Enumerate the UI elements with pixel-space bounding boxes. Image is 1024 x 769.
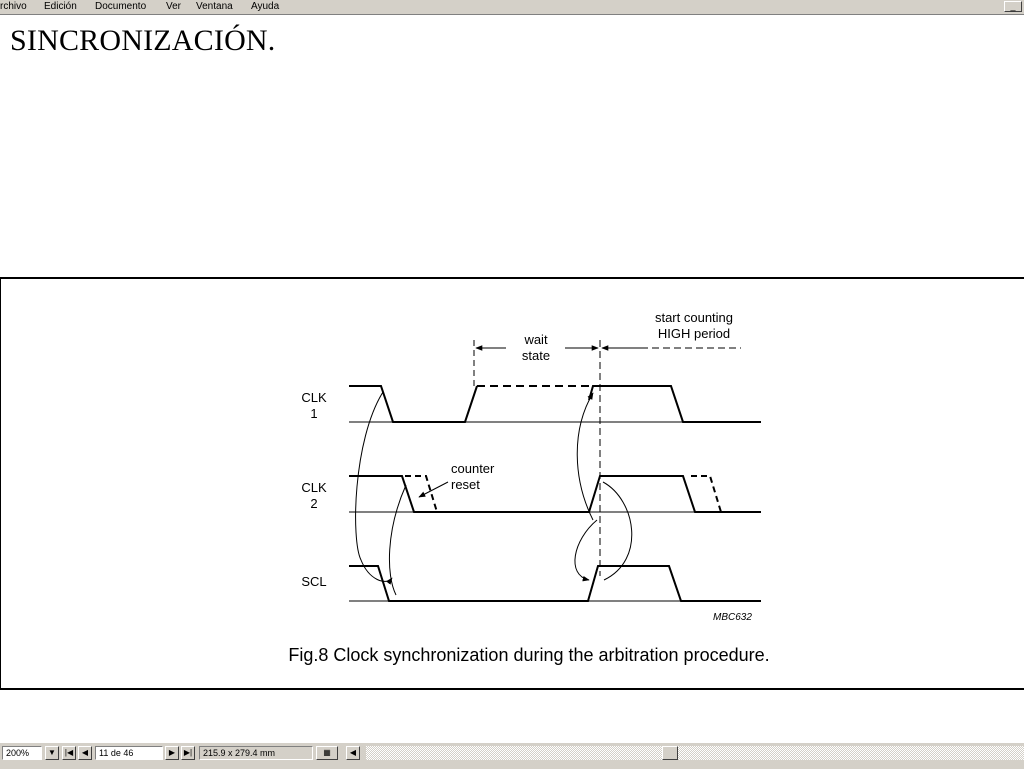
figure-frame: wait state start counting HIGH period co… (0, 277, 1024, 690)
counter-label-1: counter (451, 461, 495, 476)
last-page-icon: ▶| (183, 748, 193, 757)
clk2-dashed-edge (405, 475, 438, 513)
last-page-button[interactable]: ▶| (181, 746, 195, 760)
first-page-button[interactable]: |◀ (62, 746, 76, 760)
figure-code: MBC632 (713, 612, 752, 623)
horizontal-scrollbar[interactable] (366, 746, 1024, 760)
minimize-button[interactable]: _ (1004, 1, 1022, 12)
page-size-field: 215.9 x 279.4 mm (199, 746, 313, 760)
clk2-label-1: CLK (301, 480, 327, 495)
start-label-2: HIGH period (658, 326, 730, 341)
start-label-1: start counting (655, 310, 733, 325)
curve-scl-to-clk2 (574, 519, 598, 582)
scl-waveform (349, 565, 761, 602)
clock-sync-diagram: wait state start counting HIGH period co… (288, 310, 769, 665)
next-page-button[interactable]: ▶ (165, 746, 179, 760)
clk2-dashed-edge-2 (691, 475, 722, 513)
prev-page-icon: ◀ (81, 748, 89, 757)
menu-ver[interactable]: Ver (166, 1, 182, 12)
page-title: SINCRONIZACIÓN. (10, 24, 276, 57)
zoom-field[interactable]: 200% (2, 746, 42, 760)
prev-page-button[interactable]: ◀ (78, 746, 92, 760)
scroll-left-icon: ◀ (349, 748, 357, 757)
wait-label-2: state (522, 348, 550, 363)
counter-label-2: reset (451, 477, 480, 492)
curve-clk1-to-scl (355, 391, 393, 585)
status-bar: 200% ▼ |◀ ◀ 11 de 46 ▶ ▶| 215.9 x 279.4 … (0, 742, 1024, 769)
curve-clk2-to-scl-2 (602, 481, 633, 581)
menu-edicion[interactable]: Edición (44, 1, 77, 12)
zoom-dropdown-button[interactable]: ▼ (45, 746, 59, 760)
curve-counter-reset (418, 481, 449, 498)
clk2-waveform (349, 475, 761, 513)
scrollbar-thumb[interactable] (662, 746, 678, 760)
menu-bar: rchivo Edición Documento Ver Ventana Ayu… (0, 0, 1024, 15)
clk1-waveform-2 (588, 385, 761, 423)
clk1-label-1: CLK (301, 390, 327, 405)
next-page-icon: ▶ (168, 748, 176, 757)
chevron-down-icon: ▼ (48, 748, 56, 757)
menu-documento[interactable]: Documento (95, 1, 147, 12)
clk2-label-2: 2 (310, 496, 317, 511)
wait-label-1: wait (523, 332, 548, 347)
scl-label: SCL (301, 574, 326, 589)
page-field[interactable]: 11 de 46 (95, 746, 163, 760)
menu-archivo[interactable]: rchivo (0, 1, 27, 12)
clk1-label-2: 1 (310, 406, 317, 421)
menu-ventana[interactable]: Ventana (196, 1, 233, 12)
page-layout-button[interactable]: ▦ (316, 746, 338, 760)
curve-clk2-to-scl (389, 484, 407, 596)
curve-scl-to-clk1 (576, 392, 594, 521)
clk1-waveform (349, 385, 478, 423)
menu-ayuda[interactable]: Ayuda (251, 1, 280, 12)
page-layout-icon: ▦ (323, 748, 331, 757)
scroll-left-button[interactable]: ◀ (346, 746, 360, 760)
figure-caption: Fig.8 Clock synchronization during the a… (288, 645, 769, 665)
first-page-icon: |◀ (64, 748, 74, 757)
